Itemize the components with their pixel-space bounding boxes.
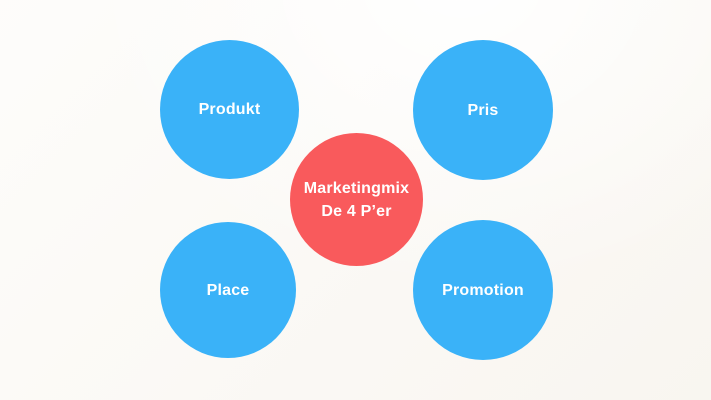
center-label-line-1: Marketingmix xyxy=(303,179,410,197)
node-label-promotion: Promotion xyxy=(442,281,524,299)
node-circle-produkt[interactable]: Produkt xyxy=(160,40,299,179)
center-label-line-2: De 4 P’er xyxy=(321,202,392,220)
node-label-place: Place xyxy=(206,281,250,299)
node-circle-place[interactable]: Place xyxy=(160,222,296,358)
node-circle-pris[interactable]: Pris xyxy=(413,40,553,180)
node-circle-promotion[interactable]: Promotion xyxy=(413,220,553,360)
node-label-produkt: Produkt xyxy=(198,101,261,118)
center-label: Marketingmix De 4 P’er xyxy=(304,177,410,223)
node-label-pris: Pris xyxy=(467,101,499,119)
center-circle-marketingmix[interactable]: Marketingmix De 4 P’er xyxy=(290,133,423,266)
